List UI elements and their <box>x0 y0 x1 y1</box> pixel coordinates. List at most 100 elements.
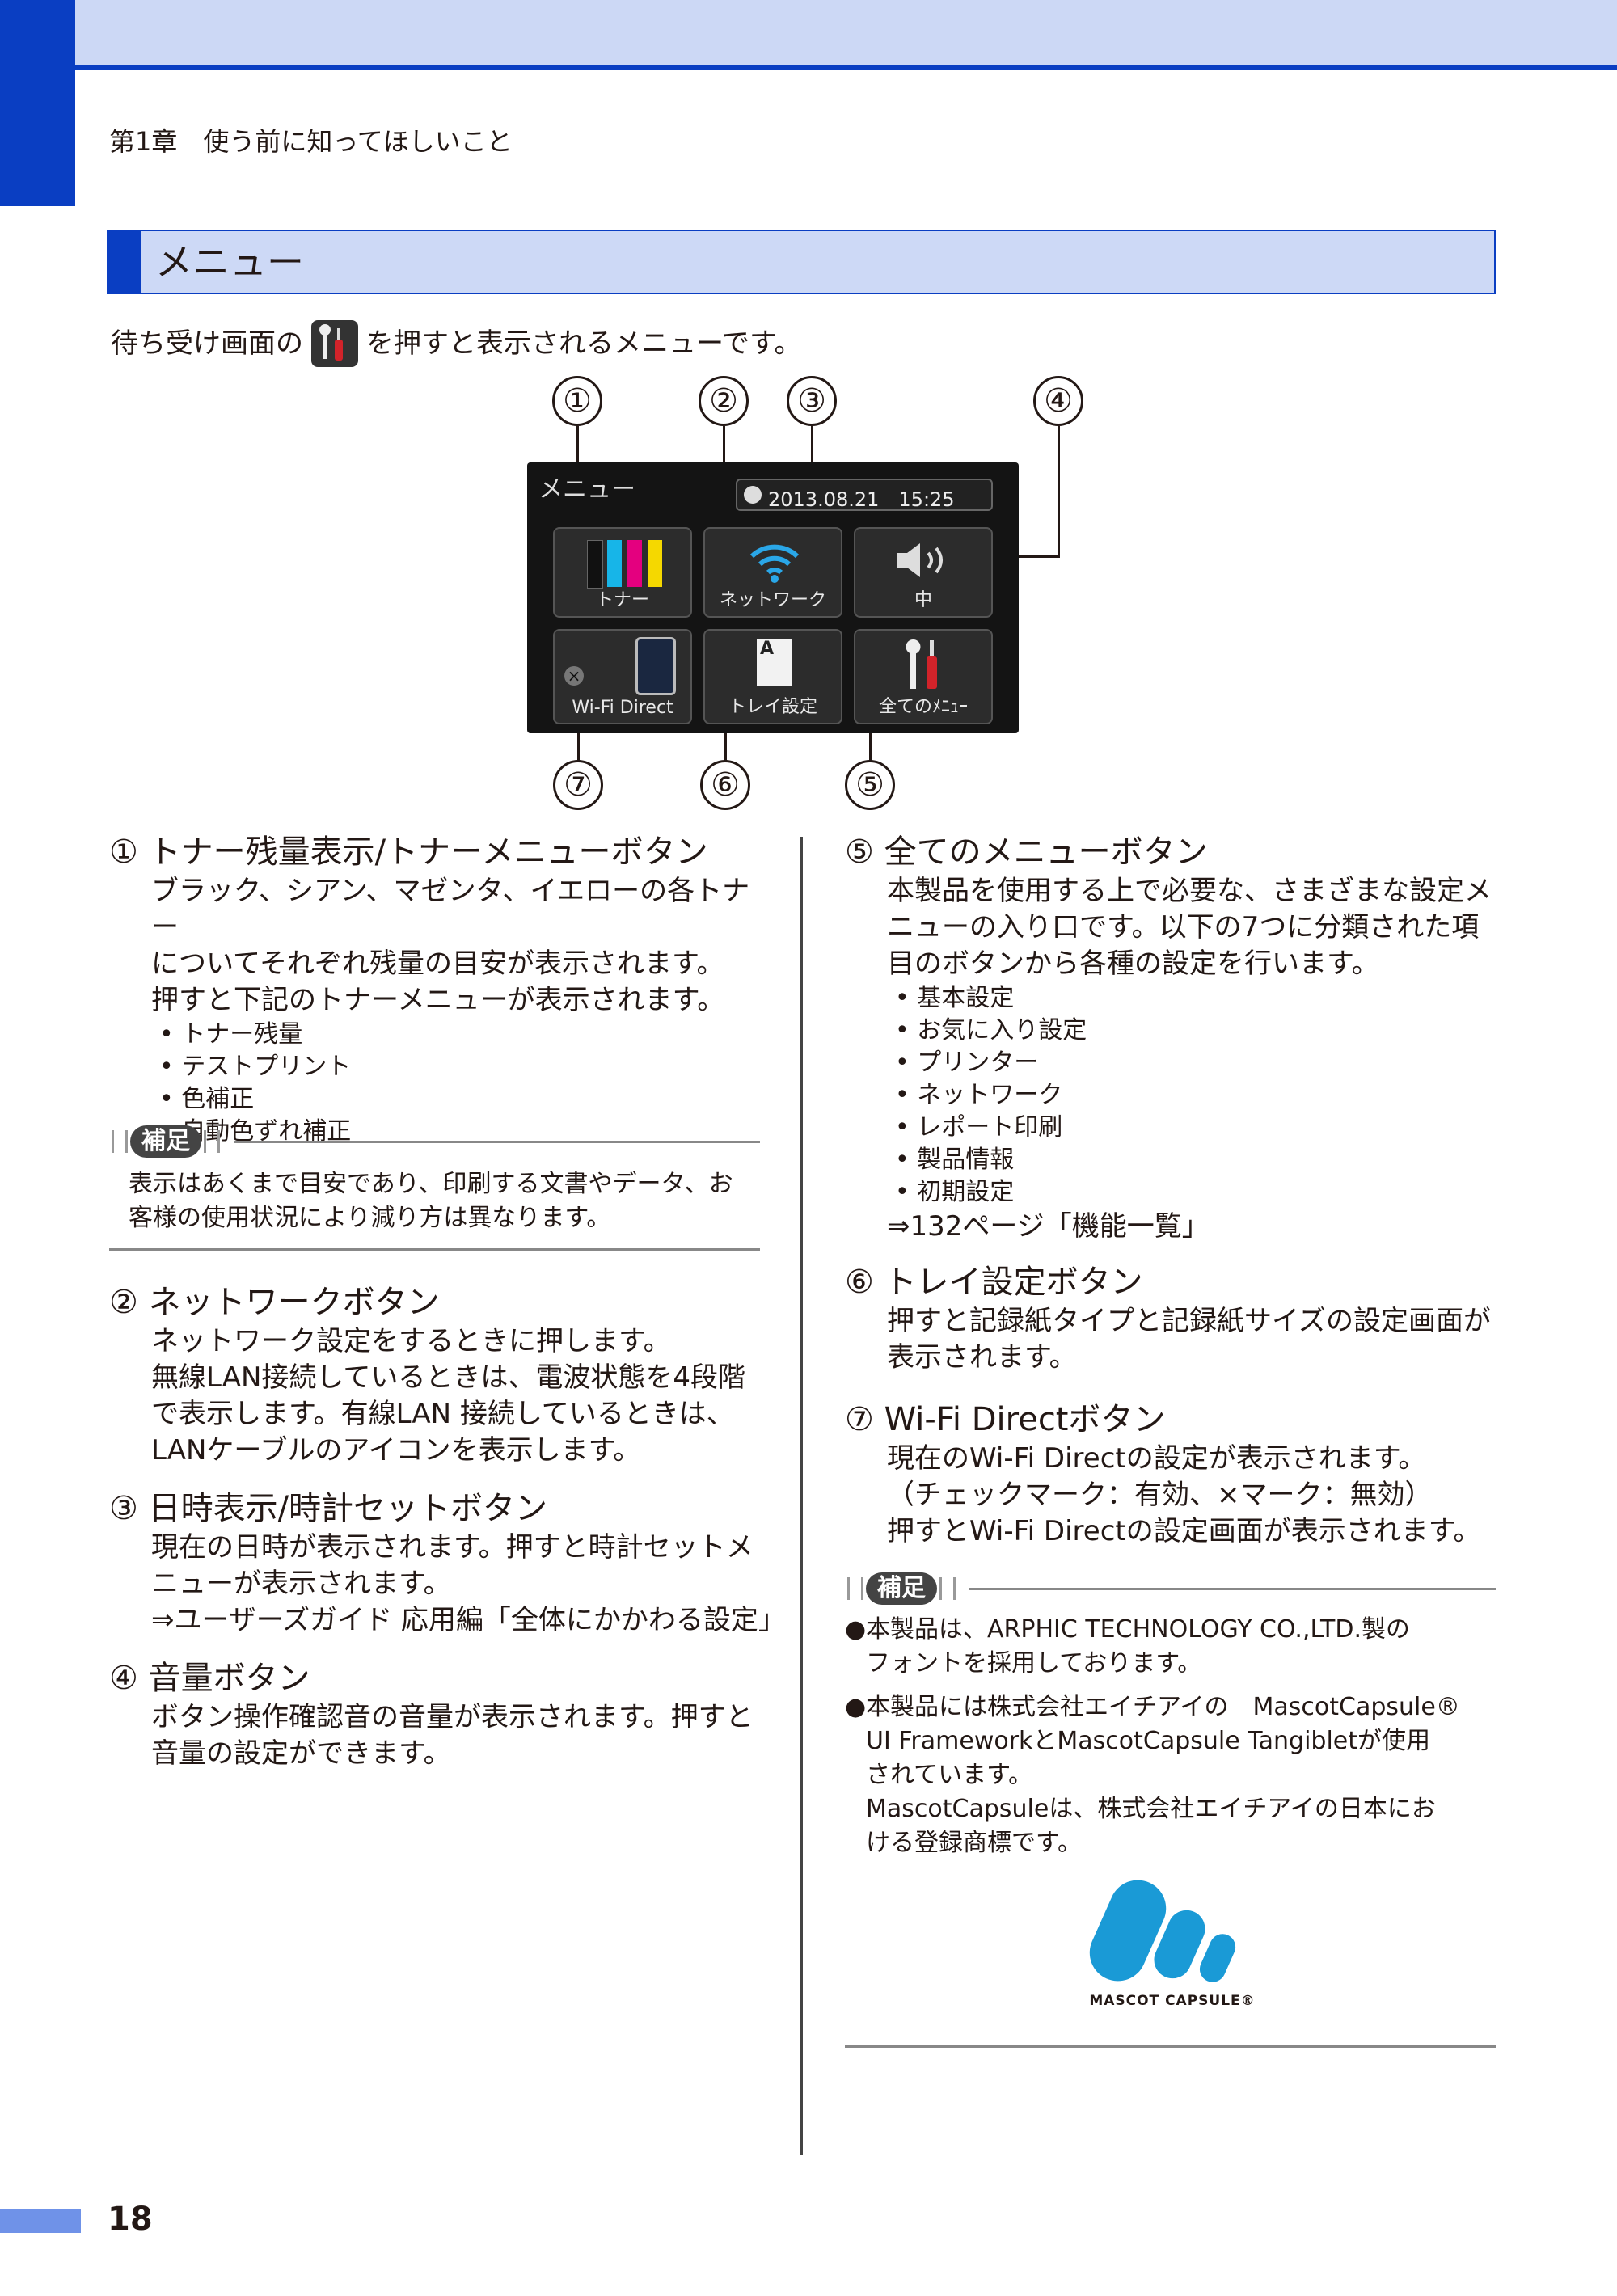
datetime-text: 2013.08.21 15:25 <box>768 488 955 511</box>
item-body: 押すと記録紙タイプと記録紙サイズの設定画面が表示されます。 <box>887 1305 1491 1374</box>
section-title: メニュー <box>155 240 304 284</box>
menu-screen: メニュー 2013.08.21 15:25 トナー ネットワーク 中 <box>527 462 1019 733</box>
tray-settings-label: トレイ設定 <box>728 697 817 717</box>
note-bottom-rule <box>845 2045 1496 2048</box>
section-heading-marker <box>107 230 141 294</box>
list-item: • レポート印刷 <box>895 1113 1063 1142</box>
toner-label: トナー <box>595 590 649 610</box>
settings-tools-icon <box>311 320 358 367</box>
callout-3: ③ <box>787 376 837 426</box>
intro-after: を押すと表示されるメニューです。 <box>366 327 802 360</box>
item-heading: ② ネットワークボタン <box>109 1284 440 1321</box>
page-reference: ⇒132ページ「機能一覧」 <box>887 1210 1210 1243</box>
paper-icon: A <box>757 639 792 686</box>
item-heading: ⑥ トレイ設定ボタン <box>845 1264 1143 1301</box>
item-all-menu: ⑤ 全てのメニューボタン 本製品を使用する上で必要な、さまざまな設定メニューの入… <box>845 831 1508 1245</box>
item-body: ネットワーク設定をするときに押します。無線LAN接続しているときは、電波状態を4… <box>151 1325 746 1467</box>
list-item: • ネットワーク <box>895 1081 1063 1109</box>
item-datetime: ③ 日時表示/時計セットボタン 現在の日時が表示されます。押すと時計セットメニュ… <box>109 1488 786 1639</box>
list-item: • プリンター <box>895 1049 1039 1077</box>
wifi-icon <box>749 544 800 583</box>
callout-4: ④ <box>1033 376 1083 426</box>
top-rule <box>0 65 1617 70</box>
footer-tab <box>0 2209 81 2233</box>
note-deco-icon <box>847 1577 863 1600</box>
item-volume: ④ 音量ボタン ボタン操作確認音の音量が表示されます。押すと音量の設定ができます… <box>109 1657 772 1772</box>
note-deco-icon <box>939 1577 956 1600</box>
top-band <box>0 0 1617 65</box>
wifi-direct-label: Wi-Fi Direct <box>572 698 673 718</box>
volume-label: 中 <box>914 590 932 610</box>
toner-button[interactable]: トナー <box>553 527 692 618</box>
item-tray: ⑥ トレイ設定ボタン 押すと記録紙タイプと記録紙サイズの設定画面が表示されます。 <box>845 1261 1508 1376</box>
page-number: 18 <box>108 2201 153 2238</box>
note-text: 表示はあくまで目安であり、印刷する文書やデータ、お 客様の使用状況により減り方は… <box>129 1170 733 1232</box>
mascot-capsule-logo: MASCOT CAPSULE® <box>1075 1872 1269 2017</box>
item-body: 現在の日時が表示されます。押すと時計セットメニューが表示されます。 ⇒ユーザーズ… <box>151 1531 786 1636</box>
wifi-direct-button[interactable]: × Wi-Fi Direct <box>553 629 692 724</box>
note-bottom-rule <box>109 1248 760 1251</box>
callout-1: ① <box>552 376 602 426</box>
item-body: ボタン操作確認音の音量が表示されます。押すと音量の設定ができます。 <box>151 1701 754 1770</box>
note-box-2: 補足 ● 本製品は、ARPHIC TECHNOLOGY CO.,LTD.製のフォ… <box>845 1572 1496 1860</box>
item-body: 現在のWi-Fi Directの設定が表示されます。（チェックマーク：有効、×マ… <box>887 1442 1481 1547</box>
running-header: 第1章 使う前に知ってほしいこと <box>109 126 513 157</box>
column-divider <box>800 837 803 2155</box>
network-button[interactable]: ネットワーク <box>703 527 842 618</box>
note-header: 補足 <box>845 1572 1496 1605</box>
callout-6: ⑥ <box>700 760 750 810</box>
list-item: • トナー残量 <box>159 1020 303 1049</box>
note-rule <box>969 1587 1496 1590</box>
callout-2: ② <box>699 376 749 426</box>
list-item: • テストプリント <box>159 1053 352 1081</box>
tray-settings-button[interactable]: A トレイ設定 <box>703 629 842 724</box>
leader-line-4b <box>982 555 1060 558</box>
bullet-dot-icon: ● <box>845 1615 867 1644</box>
item-heading: ① トナー残量表示/トナーメニューボタン <box>109 834 708 871</box>
speaker-icon <box>897 543 943 577</box>
all-menu-button[interactable]: 全てのﾒﾆｭｰ <box>854 629 993 724</box>
clock-icon <box>744 486 762 504</box>
list-item: • 色補正 <box>159 1085 255 1113</box>
logo-wordmark: MASCOT CAPSULE® <box>1089 1993 1256 2009</box>
note-label: 補足 <box>130 1125 201 1158</box>
network-label: ネットワーク <box>719 590 826 610</box>
item-heading: ⑤ 全てのメニューボタン <box>845 834 1208 871</box>
leader-line-3 <box>811 426 813 487</box>
callout-7: ⑦ <box>553 760 603 810</box>
note-box-1: 補足 表示はあくまで目安であり、印刷する文書やデータ、お 客様の使用状況により減… <box>109 1125 760 1251</box>
chapter-tab <box>0 0 75 206</box>
item-heading: ③ 日時表示/時計セットボタン <box>109 1490 548 1527</box>
note-rule <box>234 1140 760 1143</box>
disabled-x-icon: × <box>564 666 584 686</box>
list-item: • お気に入り設定 <box>895 1016 1087 1045</box>
note-item: ● 本製品は、ARPHIC TECHNOLOGY CO.,LTD.製のフォントを… <box>845 1613 1496 1681</box>
volume-button[interactable]: 中 <box>854 527 993 618</box>
tools-icon <box>906 639 937 689</box>
note-deco-icon <box>112 1130 128 1153</box>
list-item: • 製品情報 <box>895 1146 1015 1174</box>
all-menu-label: 全てのﾒﾆｭｰ <box>878 697 968 717</box>
item-heading: ⑦ Wi-Fi Directボタン <box>845 1401 1166 1438</box>
screen-title: メニュー <box>538 475 635 504</box>
leader-line-4a <box>1058 426 1060 558</box>
note-item: ● 本製品には株式会社エイチアイの MascotCapsule®UI Frame… <box>845 1690 1496 1860</box>
toner-bars-icon <box>587 540 665 589</box>
mascot-capsule-mark-icon <box>1089 1880 1236 1982</box>
item-heading: ④ 音量ボタン <box>109 1660 310 1697</box>
intro-before: 待ち受け画面の <box>111 327 303 360</box>
section-heading-box <box>107 230 1496 294</box>
bullet-dot-icon: ● <box>845 1693 867 1721</box>
smartphone-icon <box>635 637 676 695</box>
intro-text: 待ち受け画面の を押すと表示されるメニューです。 <box>111 320 802 367</box>
note-label: 補足 <box>866 1572 937 1605</box>
item-toner: ① トナー残量表示/トナーメニューボタン ブラック、シアン、マゼンタ、イエローの… <box>109 831 772 1148</box>
datetime-button[interactable]: 2013.08.21 15:25 <box>736 479 993 511</box>
item-wifi-direct: ⑦ Wi-Fi Directボタン 現在のWi-Fi Directの設定が表示さ… <box>845 1399 1508 1550</box>
item-body: 本製品を使用する上で必要な、さまざまな設定メニューの入り口です。以下の7つに分類… <box>887 875 1492 980</box>
list-item: • 基本設定 <box>895 984 1015 1012</box>
item-network: ② ネットワークボタン ネットワーク設定をするときに押します。無線LAN接続して… <box>109 1281 772 1469</box>
note-deco-icon <box>204 1130 220 1153</box>
list-item: • 初期設定 <box>895 1178 1015 1206</box>
note-header: 補足 <box>109 1125 760 1158</box>
